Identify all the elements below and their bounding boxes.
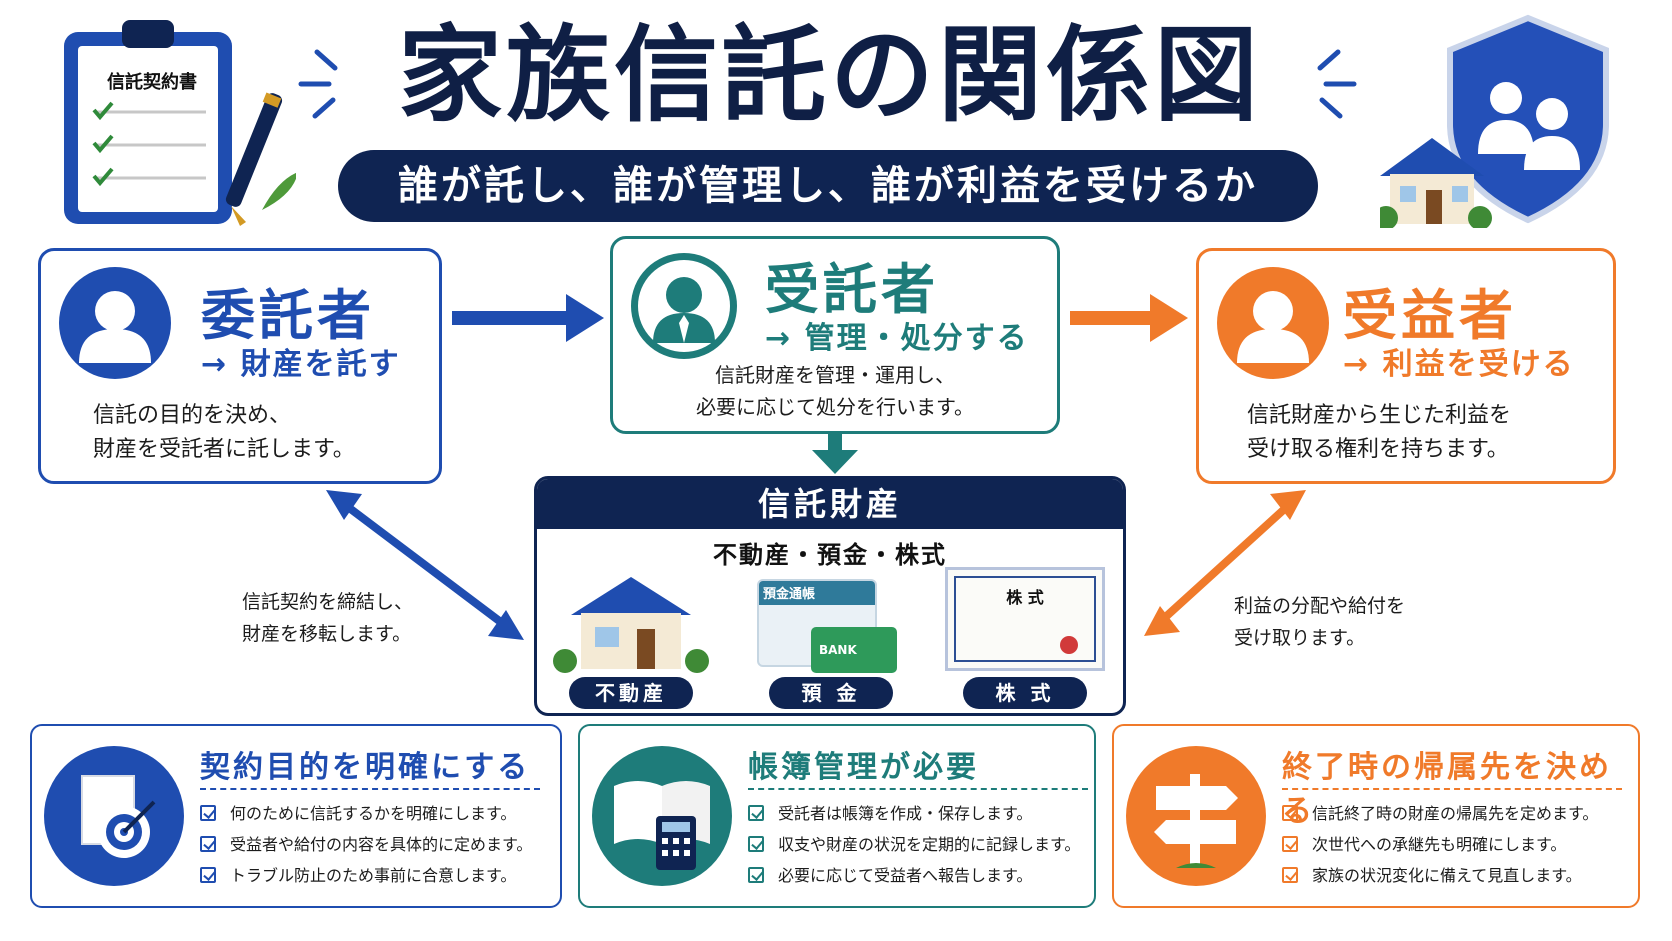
trustee-description: 信託財産を管理・運用し、 必要に応じて処分を行います。 (613, 359, 1057, 423)
settlor-card: 委託者 → 財産を託す 信託の目的を決め、 財産を受託者に託します。 (38, 248, 442, 484)
person-icon (59, 267, 171, 379)
list-item: 信託終了時の財産の帰属先を定めます。 (1282, 798, 1598, 829)
trust-property-box: 信託財産 不動産・預金・株式 預金通帳 BANK 株 式 不動産 預 金 株 式 (534, 476, 1126, 716)
settlor-property-note: 信託契約を締結し、 財産を移転します。 (242, 586, 413, 650)
trust-property-title: 信託財産 (537, 479, 1123, 529)
list-item: 必要に応じて受益者へ報告します。 (748, 860, 1080, 891)
tip2-list: 受託者は帳簿を作成・保存します。 収支や財産の状況を定期的に記録します。 必要に… (748, 798, 1080, 891)
checkbox-icon (1282, 805, 1298, 821)
beneficiary-note-line2: 受け取ります。 (1234, 627, 1366, 649)
settlor-note-line2: 財産を移転します。 (242, 623, 412, 645)
trustee-card: 受託者 → 管理・処分する 信託財産を管理・運用し、 必要に応じて処分を行います… (610, 236, 1060, 434)
trustee-title: 受託者 (765, 258, 939, 321)
house-icon (553, 577, 709, 673)
checkbox-icon (200, 836, 216, 852)
tip-bookkeeping: 帳簿管理が必要 受託者は帳簿を作成・保存します。 収支や財産の状況を定期的に記録… (578, 724, 1096, 908)
checkbox-icon (1282, 867, 1298, 883)
pen-icon (225, 92, 283, 226)
passbook-text: 預金通帳 (763, 587, 816, 602)
house-icon (1374, 138, 1492, 230)
tip3-list: 信託終了時の財産の帰属先を定めます。 次世代への承継先も明確にします。 家族の状… (1282, 798, 1598, 891)
list-item: 家族の状況変化に備えて見直します。 (1282, 860, 1598, 891)
page-title: 家族信託の関係図 (397, 14, 1262, 136)
tip1-title: 契約目的を明確にする (200, 750, 531, 785)
stock-certificate-icon: 株 式 (945, 567, 1105, 671)
tip2-divider (748, 788, 1088, 790)
certificate-text: 株 式 (1006, 588, 1044, 607)
beneficiary-title: 受益者 (1343, 284, 1517, 347)
tip-contract-purpose: 契約目的を明確にする 何のために信託するかを明確にします。 受益者や給付の内容を… (30, 724, 562, 908)
settlor-desc-line2: 財産を受託者に託します。 (93, 437, 355, 462)
trustee-desc-line1: 信託財産を管理・運用し、 (715, 363, 955, 387)
beneficiary-description: 信託財産から生じた利益を 受け取る権利を持ちます。 (1247, 399, 1511, 467)
checkbox-icon (748, 867, 764, 883)
tip1-divider (200, 788, 540, 790)
stock-label: 株 式 (963, 677, 1087, 709)
settlor-desc-line1: 信託の目的を決め、 (93, 403, 292, 428)
clipboard-icon (64, 20, 298, 226)
person-icon (1217, 267, 1329, 379)
tip3-divider (1282, 788, 1622, 790)
signpost-icon (1126, 746, 1266, 886)
list-item: 何のために信託するかを明確にします。 (200, 798, 532, 829)
title-accent-right-icon (1317, 49, 1357, 119)
passbook-icon: 預金通帳 BANK (757, 579, 897, 675)
list-item: 受託者は帳簿を作成・保存します。 (748, 798, 1080, 829)
beneficiary-property-note: 利益の分配や給付を 受け取ります。 (1234, 590, 1405, 654)
tip-end-attribution: 終了時の帰属先を決める 信託終了時の財産の帰属先を定めます。 次世代への承継先も… (1112, 724, 1640, 908)
clipboard-illustration: 信託契約書 (56, 10, 298, 230)
settlor-note-line1: 信託契約を締結し、 (242, 591, 414, 613)
trust-property-items: 不動産・預金・株式 (713, 541, 947, 569)
arrow-beneficiary-property (1144, 490, 1306, 636)
clipboard-label: 信託契約書 (107, 72, 197, 93)
settlor-description: 信託の目的を決め、 財産を受託者に託します。 (93, 399, 355, 467)
checkbox-icon (748, 805, 764, 821)
trustee-desc-line2: 必要に応じて処分を行います。 (696, 395, 974, 419)
deposit-label: 預 金 (769, 677, 893, 709)
checkbox-icon (200, 867, 216, 883)
shield-family-icon (1447, 14, 1609, 224)
beneficiary-desc-line1: 信託財産から生じた利益を (1247, 403, 1512, 428)
list-item: トラブル防止のため事前に合意します。 (200, 860, 532, 891)
list-item: 収支や財産の状況を定期的に記録します。 (748, 829, 1080, 860)
trustee-subtitle: → 管理・処分する (765, 321, 1029, 356)
arrow-settlor-property (326, 490, 524, 640)
list-item: 受益者や給付の内容を具体的に定めます。 (200, 829, 532, 860)
real-estate-label: 不動産 (569, 677, 693, 709)
arrow-trustee-to-beneficiary (1070, 294, 1188, 342)
arrow-settlor-to-trustee (452, 294, 604, 342)
beneficiary-subtitle: → 利益を受ける (1343, 347, 1575, 382)
list-item: 次世代への承継先も明確にします。 (1282, 829, 1598, 860)
bank-text: BANK (819, 643, 857, 657)
person-tie-icon (631, 253, 737, 359)
title-accent-left-icon (298, 49, 338, 119)
beneficiary-card: 受益者 → 利益を受ける 信託財産から生じた利益を 受け取る権利を持ちます。 (1196, 248, 1616, 484)
beneficiary-note-line1: 利益の分配や給付を (1234, 595, 1406, 617)
checkbox-icon (1282, 836, 1298, 852)
checkbox-icon (200, 805, 216, 821)
tip1-list: 何のために信託するかを明確にします。 受益者や給付の内容を具体的に定めます。 ト… (200, 798, 532, 891)
ledger-calculator-icon (592, 746, 732, 886)
arrow-trustee-to-property (812, 434, 858, 474)
shield-house-illustration (1374, 14, 1620, 230)
settlor-title: 委託者 (201, 284, 375, 347)
page-subtitle: 誰が託し、誰が管理し、誰が利益を受けるか (338, 150, 1318, 222)
target-icon (44, 746, 184, 886)
tip2-title: 帳簿管理が必要 (748, 750, 979, 785)
beneficiary-desc-line2: 受け取る権利を持ちます。 (1247, 437, 1509, 462)
settlor-subtitle: → 財産を託す (201, 347, 401, 382)
checkbox-icon (748, 836, 764, 852)
